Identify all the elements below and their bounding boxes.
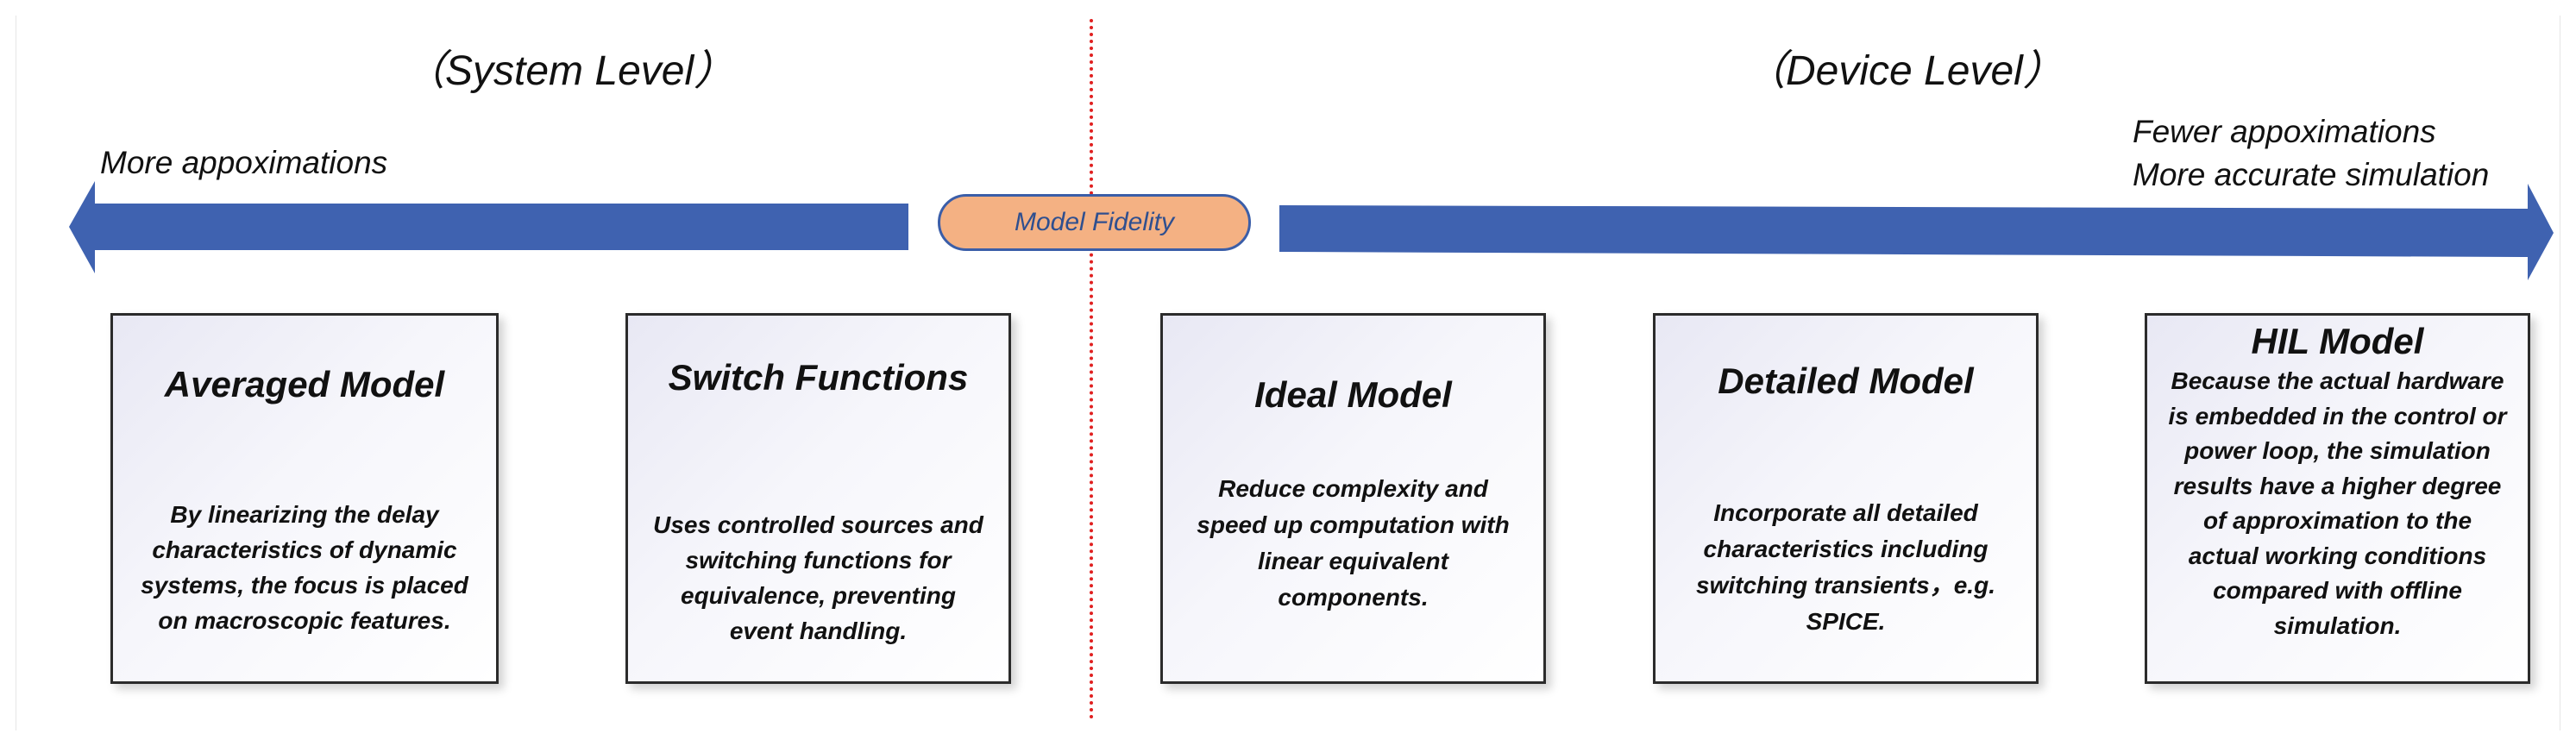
detailed-model-card: Detailed Model Incorporate all detailed …	[1653, 313, 2039, 684]
model-fidelity-label: Model Fidelity	[1014, 208, 1175, 236]
right-arrow	[1279, 184, 2554, 280]
system-level-label: （System Level）	[404, 48, 736, 94]
card-description: By linearizing the delay characteristics…	[141, 501, 468, 634]
left-arrow	[69, 181, 908, 273]
card-description: Reduce complexity and speed up computati…	[1197, 475, 1510, 611]
level-divider	[1090, 19, 1093, 719]
card-description: Uses controlled sources and switching fu…	[653, 511, 983, 644]
ideal-model-card: Ideal Model Reduce complexity and speed …	[1160, 313, 1546, 684]
switch-functions-card: Switch Functions Uses controlled sources…	[625, 313, 1011, 684]
model-fidelity-pill: Model Fidelity	[938, 194, 1251, 251]
card-title: Ideal Model	[1254, 374, 1452, 415]
page-frame	[16, 16, 2560, 730]
card-title: Switch Functions	[668, 357, 969, 398]
averaged-model-card: Averaged Model By linearizing the delay …	[110, 313, 499, 684]
card-description: Incorporate all detailed characteristics…	[1696, 499, 1995, 635]
card-title: HIL Model	[2251, 321, 2424, 361]
card-title: Detailed Model	[1718, 360, 1974, 401]
fewer-approximations-note: Fewer appoximations	[2133, 114, 2436, 149]
more-approximations-note: More appoximations	[100, 145, 388, 180]
hil-model-card: HIL Model Because the actual hardware is…	[2145, 313, 2530, 684]
card-description: Because the actual hardware is embedded …	[2168, 367, 2507, 639]
device-level-label: （Device Level）	[1744, 48, 2064, 94]
card-title: Averaged Model	[164, 364, 445, 404]
more-accurate-note: More accurate simulation	[2133, 157, 2490, 192]
